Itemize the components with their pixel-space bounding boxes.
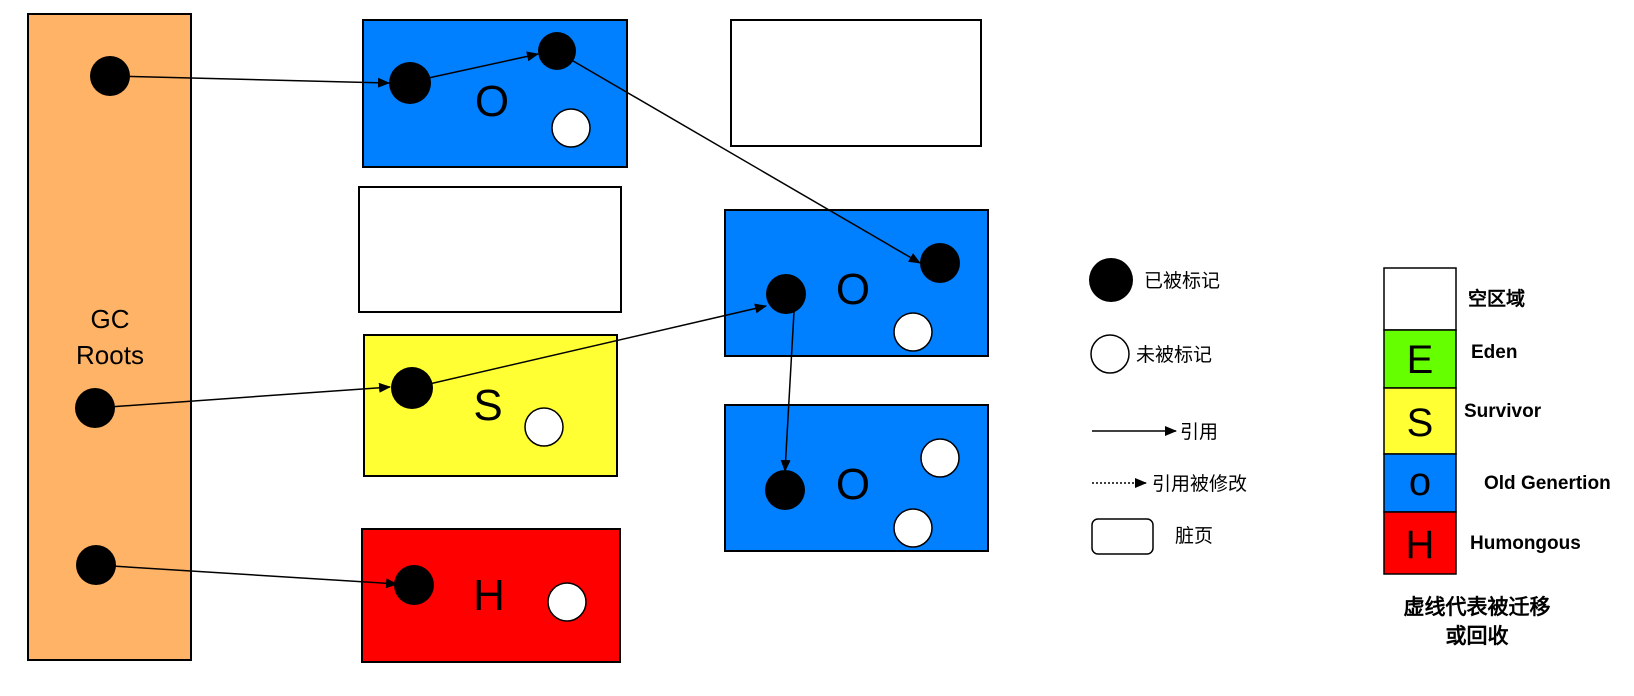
region-empty-2 xyxy=(730,19,982,147)
gc-roots-label-line2: Roots xyxy=(76,340,144,370)
marked-object xyxy=(394,565,434,605)
key-humongous-letter: H xyxy=(1406,523,1435,567)
region-survivor-label: S xyxy=(473,381,502,430)
legend-unmarked-label: 未被标记 xyxy=(1136,344,1212,366)
unmarked-object xyxy=(893,508,933,548)
region-old-1-label: O xyxy=(475,77,509,126)
key-old-letter: o xyxy=(1409,460,1431,504)
unmarked-object xyxy=(551,108,591,148)
marked-object xyxy=(765,470,805,510)
note-line2: 或回收 xyxy=(1446,624,1509,648)
region-humongous-label: H xyxy=(473,571,505,620)
reference-arrow xyxy=(94,382,391,409)
unmarked-object xyxy=(524,407,564,447)
marked-object xyxy=(766,274,806,314)
region-old-2-label: O xyxy=(836,265,870,314)
region-old-3 xyxy=(724,404,989,552)
marked-object xyxy=(920,243,960,283)
legend-modified-reference-label: 引用被修改 xyxy=(1152,473,1247,495)
reference-arrow xyxy=(95,564,398,589)
key-empty-name: 空区域 xyxy=(1468,287,1525,310)
unmarked-object xyxy=(547,582,587,622)
note-line1: 虚线代表被迁移 xyxy=(1404,595,1551,619)
region-old-2 xyxy=(724,209,989,357)
key-old-swatch xyxy=(1383,453,1457,513)
marked-object xyxy=(391,367,433,409)
legend-reference-label: 引用 xyxy=(1180,421,1218,443)
key-old-name: Old Genertion xyxy=(1484,473,1611,494)
key-eden-letter: E xyxy=(1407,338,1434,382)
key-empty-swatch xyxy=(1383,267,1457,331)
gc-root-object xyxy=(75,388,115,428)
marked-object xyxy=(538,32,576,70)
reference-arrow xyxy=(780,293,796,472)
legend-marked-symbol xyxy=(1089,258,1133,302)
reference-arrow xyxy=(109,75,390,88)
reference-arrow xyxy=(409,51,539,83)
gc-roots-label-line1: GC xyxy=(91,304,130,334)
marked-object xyxy=(389,62,431,104)
region-old-3-label: O xyxy=(836,460,870,509)
reference-arrow xyxy=(411,303,767,389)
key-survivor-swatch xyxy=(1383,387,1457,455)
gc-root-object xyxy=(76,545,116,585)
unmarked-object xyxy=(893,312,933,352)
legend-marked-label: 已被标记 xyxy=(1144,270,1220,292)
key-survivor-name: Survivor xyxy=(1464,401,1542,422)
region-empty-1 xyxy=(358,186,622,313)
key-humongous-swatch xyxy=(1383,511,1457,575)
legend-dirty-page-symbol xyxy=(1091,518,1154,555)
legend-dirty-page-label: 脏页 xyxy=(1175,525,1213,547)
reference-arrow xyxy=(555,50,921,264)
unmarked-object xyxy=(920,438,960,478)
key-humongous-name: Humongous xyxy=(1470,533,1581,554)
key-survivor-letter: S xyxy=(1407,401,1434,445)
gc-root-object xyxy=(90,56,130,96)
key-eden-name: Eden xyxy=(1471,342,1517,363)
legend-unmarked-symbol xyxy=(1090,334,1130,374)
